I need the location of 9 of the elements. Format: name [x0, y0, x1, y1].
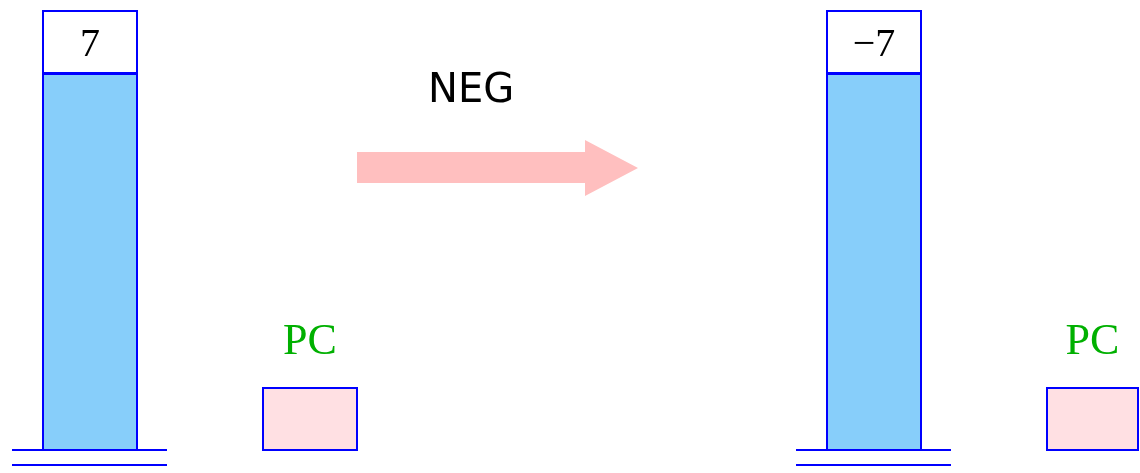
register-label: PC: [1064, 318, 1121, 362]
stack-cell: [42, 10, 138, 74]
cell-value: −7: [852, 18, 896, 66]
stack-cell: [826, 10, 922, 74]
register-label: PC: [282, 318, 338, 362]
cell-value: 7: [80, 18, 100, 66]
stack-column: [826, 73, 922, 451]
instruction-label: NEG: [428, 68, 515, 108]
stack-column: [42, 73, 138, 451]
